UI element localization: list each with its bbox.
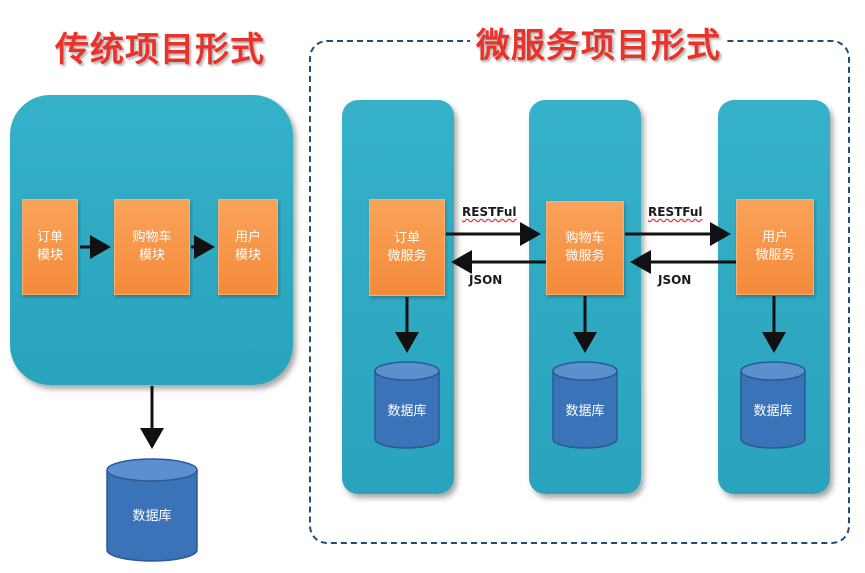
trad-user-module: 用户模块 <box>218 199 278 295</box>
module-label: 购物车 <box>132 230 172 245</box>
database-label: 数据库 <box>565 403 605 419</box>
service-label: 用户 <box>761 230 788 245</box>
user-microservice: 用户微服务 <box>736 199 814 295</box>
module-label: 订单 <box>36 230 63 245</box>
trad-database: 数据库 <box>106 458 198 562</box>
module-label: 模块 <box>138 248 165 263</box>
order-microservice: 订单微服务 <box>369 199 445 296</box>
cart-database: 数据库 <box>552 361 618 449</box>
database-icon <box>552 361 618 449</box>
service-label: 微服务 <box>755 248 795 263</box>
order-database: 数据库 <box>374 361 440 449</box>
cart-microservice: 购物车微服务 <box>546 201 624 295</box>
service-label: 微服务 <box>565 249 605 264</box>
user-database: 数据库 <box>740 361 806 449</box>
traditional-title: 传统项目形式 <box>55 30 265 70</box>
json-label: JSON <box>658 273 692 287</box>
database-label: 数据库 <box>387 403 427 419</box>
json-label: JSON <box>469 273 503 287</box>
microservices-title: 微服务项目形式 <box>470 18 727 67</box>
module-label: 模块 <box>234 248 261 263</box>
module-label: 用户 <box>234 230 261 245</box>
module-label: 模块 <box>36 248 63 263</box>
trad-cart-module: 购物车模块 <box>114 199 190 295</box>
database-label: 数据库 <box>753 403 793 419</box>
database-icon <box>740 361 806 449</box>
restful-label: RESTFul <box>648 205 703 219</box>
restful-label: RESTFul <box>462 205 517 219</box>
trad-order-module: 订单模块 <box>22 199 78 295</box>
database-icon <box>106 458 198 562</box>
service-label: 订单 <box>393 230 420 246</box>
service-label: 微服务 <box>387 248 427 264</box>
database-label: 数据库 <box>132 508 172 524</box>
database-icon <box>374 361 440 449</box>
service-label: 购物车 <box>565 231 605 246</box>
